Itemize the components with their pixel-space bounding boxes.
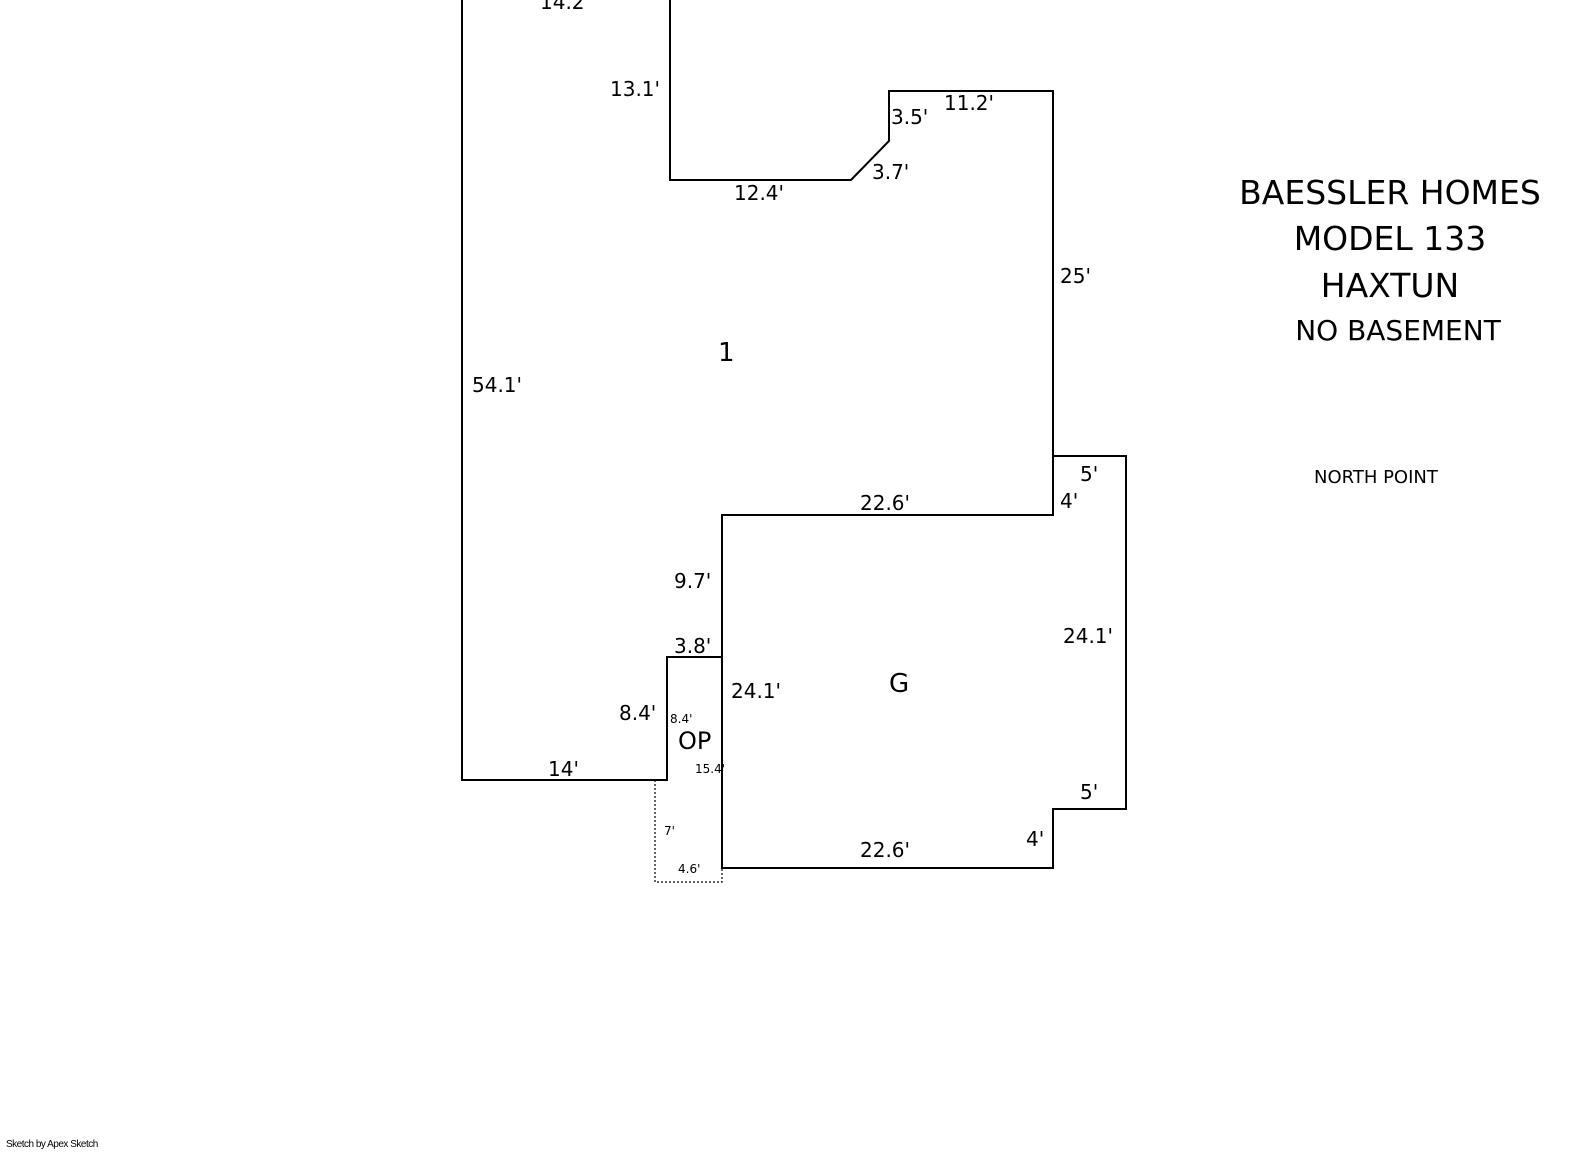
garage-outline: [721, 455, 1127, 869]
dimension-label: 13.1': [610, 77, 661, 101]
area-label-porch: OP: [678, 727, 712, 755]
title-line: NO BASEMENT: [1295, 314, 1501, 347]
dimension-label: 4': [1026, 827, 1045, 851]
title-line: HAXTUN: [1320, 266, 1460, 305]
dimension-label: 14.2: [540, 0, 585, 14]
title-line: BAESSLER HOMES: [1239, 173, 1541, 212]
dimension-label: 12.4': [734, 181, 785, 205]
dimension-label: 24.1': [731, 679, 782, 703]
open-porch-outline: [654, 780, 723, 883]
dimension-label: 5': [1080, 462, 1099, 486]
north-point-label: NORTH POINT: [1314, 467, 1438, 488]
dimension-label: 25': [1060, 264, 1091, 288]
dimension-label: 11.2': [944, 91, 995, 115]
area-label-garage: G: [889, 669, 910, 699]
main-living-area-outline: [461, 0, 1054, 781]
dimension-label: 14': [548, 757, 579, 781]
dimension-label: 4.6': [678, 862, 701, 876]
credit-text: Sketch by Apex Sketch: [6, 1139, 98, 1150]
dimension-label: 7': [664, 824, 675, 838]
dimension-label: 15.4': [695, 762, 726, 776]
dimension-label: 8.4': [670, 712, 693, 726]
dimension-label: 3.7': [872, 160, 910, 184]
title-line: MODEL 133: [1293, 219, 1487, 258]
dimension-label: 4': [1060, 489, 1079, 513]
dimension-label: 9.7': [674, 569, 712, 593]
area-label-main: 1: [718, 338, 735, 368]
dimension-label: 3.8': [674, 634, 712, 658]
dimension-label: 5': [1080, 780, 1099, 804]
dimension-label: 8.4': [619, 701, 657, 725]
dimension-label: 22.6': [860, 838, 911, 862]
dimension-label: 54.1': [472, 373, 523, 397]
dimension-label: 22.6': [860, 491, 911, 515]
dimension-label: 3.5': [891, 105, 929, 129]
dimension-label: 24.1': [1063, 624, 1114, 648]
